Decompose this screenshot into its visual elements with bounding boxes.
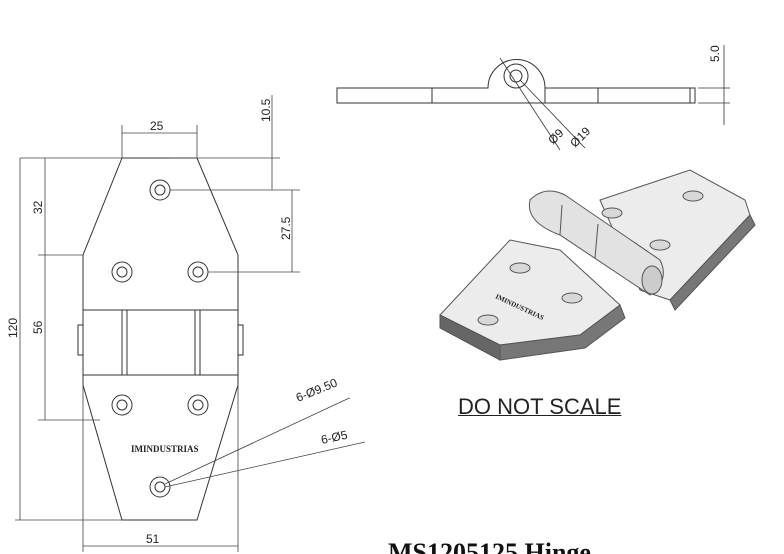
knuckle-band xyxy=(82,309,239,376)
drawing-title: MS1205125 Hinge xyxy=(388,538,591,554)
pin-end-left xyxy=(77,324,84,356)
dim-top-width: 25 xyxy=(150,119,164,133)
plate-outline xyxy=(82,157,239,521)
do-not-scale-note: DO NOT SCALE xyxy=(458,394,622,419)
front-view: IMINDUSTRIAS xyxy=(77,157,244,521)
side-view xyxy=(336,45,730,151)
brand-label: IMINDUSTRIAS xyxy=(131,444,199,454)
dim-total-height: 120 xyxy=(6,318,20,338)
dim-thickness: 5.0 xyxy=(708,45,722,62)
dim-upper-height: 32 xyxy=(31,200,45,214)
dim-hole-dia: 6-Ø5 xyxy=(320,428,349,447)
pin-end-right xyxy=(237,324,244,356)
dim-pin-dia: Ø9 xyxy=(545,126,566,147)
isometric-view: IMINDUSTRIAS xyxy=(439,169,756,361)
dim-total-width: 51 xyxy=(146,532,160,546)
dim-hole-spacing: 27.5 xyxy=(279,216,293,240)
dim-middle-height: 56 xyxy=(31,320,45,334)
dimension-lines xyxy=(15,95,366,552)
dim-top-offset: 10.5 xyxy=(259,98,273,122)
dim-knuckle-dia: Ø19 xyxy=(567,124,593,150)
dim-countersink: 6-Ø9.50 xyxy=(294,375,340,404)
